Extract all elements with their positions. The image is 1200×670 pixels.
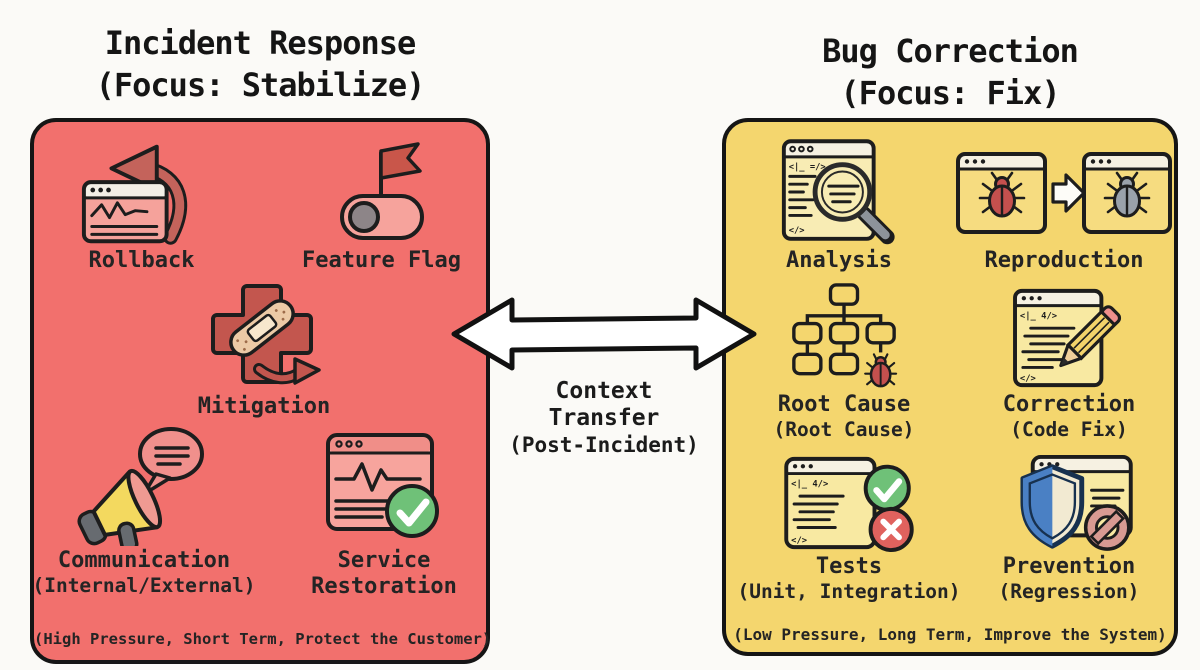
feature-flag-icon <box>339 142 424 240</box>
item-analysis: <|_ =/> </> Analysis <box>744 136 934 274</box>
context-line3: (Post-Incident) <box>509 433 699 458</box>
incident-response-panel: Rollback Feature Flag <box>30 118 492 664</box>
rollback-icon <box>81 144 187 245</box>
service-restoration-icon <box>326 433 439 538</box>
svg-text:</>: </> <box>789 226 805 236</box>
correction-icon: <|_ 4/> </> <box>1013 288 1122 388</box>
item-mitigation: Mitigation <box>169 280 359 420</box>
item-label: Correction <box>1002 392 1136 417</box>
item-label: Rollback <box>88 248 195 273</box>
item-label: Root Cause <box>777 392 911 417</box>
item-sublabel: (Regression) <box>998 579 1140 603</box>
item-root-cause: Root Cause (Root Cause) <box>749 282 939 442</box>
analysis-icon: <|_ =/> </> <box>781 139 895 245</box>
prevention-icon: <|, 4/> <box>1020 454 1133 551</box>
item-service-restoration: Service Restoration <box>279 422 489 600</box>
svg-text:<|_ =/>: <|_ =/> <box>789 163 826 173</box>
svg-text:<|_ 4/>: <|_ 4/> <box>1020 311 1057 321</box>
left-column-title: Incident Response (Focus: Stabilize) <box>30 22 490 106</box>
left-panel-footnote: (High Pressure, Short Term, Protect the … <box>34 630 492 648</box>
item-label: Tests <box>815 554 883 579</box>
item-tests: <|_ 4/> </> Tests (U <box>732 452 966 604</box>
megaphone-icon <box>77 427 204 546</box>
item-label: Mitigation <box>197 394 331 419</box>
right-title-line2: (Focus: Fix) <box>840 74 1060 113</box>
right-panel-footnote: (Low Pressure, Long Term, Improve the Sy… <box>733 625 1167 644</box>
left-title-line1: Incident Response <box>104 24 417 62</box>
item-sublabel: (Code Fix) <box>1010 417 1128 441</box>
context-line2: Transfer <box>548 405 660 432</box>
item-label: Feature Flag <box>302 248 461 273</box>
tests-icon: <|_ 4/> </> <box>784 456 914 553</box>
svg-text:<|_ 4/>: <|_ 4/> <box>791 479 828 489</box>
item-label: Communication <box>57 548 231 573</box>
right-title-line1: Bug Correction <box>822 32 1079 70</box>
item-sublabel: (Unit, Integration) <box>737 579 961 603</box>
svg-text:</>: </> <box>1020 374 1036 384</box>
item-sublabel: (Internal/External) <box>32 573 256 597</box>
context-line1: Context <box>555 378 653 404</box>
right-column-title: Bug Correction (Focus: Fix) <box>720 30 1180 114</box>
item-feature-flag: Feature Flag <box>284 136 479 274</box>
item-label: Reproduction <box>984 248 1144 273</box>
svg-text:</>: </> <box>791 536 807 546</box>
item-correction: <|_ 4/> </> <box>969 284 1169 442</box>
context-transfer-arrow <box>451 297 757 371</box>
item-label: Analysis <box>786 248 892 273</box>
mitigation-icon <box>211 284 321 385</box>
item-label: Prevention <box>1002 554 1136 579</box>
context-transfer-label: Context Transfer (Post-Incident) <box>452 378 756 459</box>
reproduction-icon <box>956 152 1172 234</box>
item-sublabel: (Root Cause) <box>773 417 915 441</box>
root-cause-icon <box>792 283 898 388</box>
left-title-line2: (Focus: Stabilize) <box>95 66 426 105</box>
item-prevention: <|, 4/> Prevention (Regression) <box>954 452 1184 604</box>
bug-correction-panel: <|_ =/> </> Analysis <box>722 118 1178 656</box>
item-label: Service Restoration <box>311 548 457 599</box>
item-reproduction: Reproduction <box>944 136 1184 274</box>
item-rollback: Rollback <box>44 136 239 274</box>
item-communication: Communication (Internal/External) <box>32 420 256 598</box>
